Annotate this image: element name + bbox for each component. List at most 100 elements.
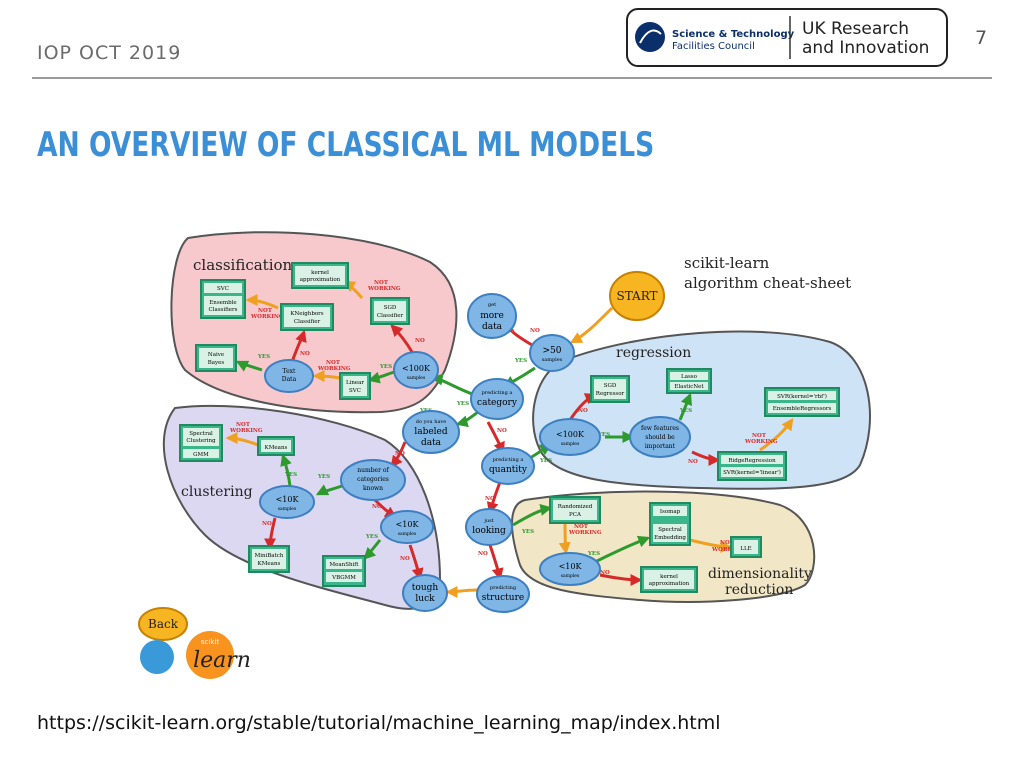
few-features-line-2: should be <box>645 434 675 441</box>
header-rule <box>32 77 992 79</box>
edge-label-no: NO <box>530 328 540 334</box>
naive-bayes-inner <box>199 348 233 368</box>
kernel-approx-cls-inner <box>295 266 345 285</box>
labeled-data-line-1: do you have <box>416 419 446 425</box>
edge-label-yes: YES <box>257 354 270 360</box>
sgd-reg-inner <box>594 379 626 399</box>
cls-100k-node <box>393 351 439 389</box>
reg-100k-line-1: <100K <box>556 430 585 439</box>
page-number: 7 <box>975 27 988 49</box>
edge-label-not: NOT <box>574 524 589 530</box>
text-data-line-2: Data <box>282 376 297 383</box>
edge-label-not: NOT <box>258 308 273 314</box>
lasso-inner <box>670 372 708 380</box>
edge-label-not: NOT <box>236 422 251 428</box>
edge-label-yes: YES <box>514 358 527 364</box>
linear-svc-line-1: Linear <box>346 380 364 386</box>
gt50-line-1: >50 <box>543 346 562 356</box>
svr-rbf-inner <box>768 391 836 400</box>
edge-label-yes: YES <box>597 432 610 438</box>
more-data-line-1: get <box>488 302 496 308</box>
cheat-sheet-title-1: scikit-learn <box>684 254 770 272</box>
edge-label-working: WORKING <box>711 547 745 553</box>
edge-label-no: NO <box>578 408 588 414</box>
sgd-reg-line-1: SGD <box>604 383 617 389</box>
kernel-approx-dim-line-2: approximation <box>649 581 690 587</box>
edge-label-working: WORKING <box>229 428 263 434</box>
ensemble-reg-label: EnsembleRegressors <box>773 406 832 412</box>
predicting-category-line-2: category <box>477 398 518 408</box>
vbgmm-inner <box>326 572 362 582</box>
source-url: https://scikit-learn.org/stable/tutorial… <box>37 712 721 734</box>
just-looking-line-1: just <box>483 518 493 524</box>
edge-category-cls <box>430 373 476 397</box>
event-label: IOP OCT 2019 <box>37 42 182 64</box>
gt50-line-2: samples <box>542 357 563 363</box>
tough-luck-node <box>402 574 448 612</box>
num-categories-line-3: known <box>363 485 383 492</box>
elasticnet-label: ElasticNet <box>674 384 704 390</box>
edge-looking-pca <box>512 504 553 527</box>
spectral-clustering-line-2: Clustering <box>186 438 216 444</box>
funder-logo-graphic: Science & Technology Facilities Council … <box>635 16 929 59</box>
few-features-node <box>629 416 691 458</box>
predicting-structure-line-1: predicting <box>490 585 517 591</box>
edge-label-yes: YES <box>679 408 692 414</box>
edge-label-no: NO <box>395 451 405 457</box>
clu-10k-a-line-2: samples <box>278 506 297 512</box>
few-features-line-1: few features <box>641 425 679 432</box>
kneighbors-inner <box>284 307 330 327</box>
scikit-learn-logo: scikit learn <box>140 631 251 679</box>
more-data-node <box>467 293 517 339</box>
text-data-line-1: Text <box>283 368 296 375</box>
cheat-sheet-title-2: algorithm cheat-sheet <box>684 274 851 292</box>
ridge-inner <box>721 455 783 464</box>
sgd-cls-inner <box>374 301 406 321</box>
kmeans-inner <box>261 440 291 452</box>
lle-inner <box>734 540 758 554</box>
edge-label-yes: YES <box>521 529 534 535</box>
minibatch-line-2: KMeans <box>258 561 281 567</box>
isomap-inner <box>653 506 687 516</box>
spectral-embedding-line-1: Spectral <box>658 527 682 533</box>
edge-50-moredata <box>502 324 533 347</box>
dimensionality-label: dimensionality <box>708 566 812 582</box>
edge-label-not: NOT <box>752 433 767 439</box>
edge-label-no: NO <box>600 570 610 576</box>
lasso-label: Lasso <box>681 374 698 380</box>
elasticnet-inner <box>670 382 708 390</box>
kernel-approx-dim-inner <box>644 570 694 589</box>
predicting-category-node <box>470 378 524 420</box>
linear-svc-line-2: SVC <box>349 388 361 394</box>
just-looking-node <box>465 508 513 546</box>
edge-label-yes: YES <box>379 364 392 370</box>
edge-labels: YES NO YES YES NO NO YES NO YES NO NO YE… <box>229 280 778 576</box>
dim-10k-node <box>539 552 601 586</box>
edge-linsvc-text <box>312 370 341 383</box>
isomap-label: Isomap <box>660 509 681 515</box>
spectral-embedding-line-2: Embedding <box>654 535 686 541</box>
edge-10k-kmeans <box>280 453 292 487</box>
sklearn-big-text: learn <box>193 648 251 673</box>
edge-label-working: WORKING <box>568 530 602 536</box>
edge-label-not: NOT <box>374 280 389 286</box>
edge-pca-10k <box>558 519 571 555</box>
edge-label-yes: YES <box>456 401 469 407</box>
svr-linear-label: SVR(kernel='linear') <box>723 469 781 476</box>
sgd-cls-line-2: Classifier <box>377 313 404 319</box>
edge-dim10k-kernel <box>599 573 643 586</box>
edge-label-no: NO <box>497 428 507 434</box>
back-button[interactable] <box>138 607 188 641</box>
edge-category-quantity <box>486 421 505 455</box>
edge-looking-structure <box>488 544 504 581</box>
tough-luck-line-1: tough <box>412 583 439 593</box>
clu-10k-b-line-2: samples <box>398 531 417 537</box>
predicting-structure-line-2: structure <box>482 593 524 603</box>
edge-label-not: NOT <box>720 540 735 546</box>
lle-label: LLE <box>740 546 751 552</box>
sgd-reg-line-2: Regressor <box>596 391 625 397</box>
ensemble-cls-inner <box>204 296 242 315</box>
edge-label-working: WORKING <box>367 286 401 292</box>
randomized-pca-inner <box>553 500 597 520</box>
